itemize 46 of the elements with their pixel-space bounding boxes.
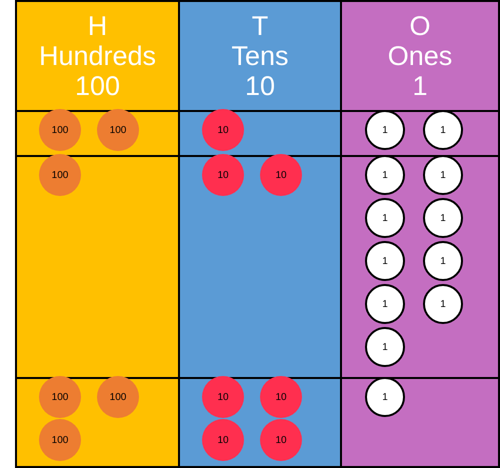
counter-disc: 1 <box>365 110 405 150</box>
header-text: Hundreds <box>38 41 156 71</box>
counter-disc: 100 <box>39 109 81 151</box>
counter-disc: 1 <box>365 155 405 195</box>
header-text: 100 <box>74 71 120 101</box>
counter-disc: 10 <box>260 419 302 461</box>
place-value-cell <box>15 155 180 379</box>
counter-disc: 10 <box>202 419 244 461</box>
counter-disc: 1 <box>423 155 463 195</box>
counter-disc: 1 <box>423 110 463 150</box>
counter-disc: 1 <box>365 198 405 238</box>
place-value-cell <box>340 377 500 468</box>
counter-disc: 100 <box>97 109 139 151</box>
counter-disc: 10 <box>202 109 244 151</box>
counter-disc: 10 <box>202 154 244 196</box>
counter-disc: 10 <box>260 376 302 418</box>
column-header <box>178 0 342 112</box>
place-value-cell <box>15 377 180 468</box>
counter-disc: 1 <box>423 241 463 281</box>
header-text: 10 <box>244 71 276 101</box>
header-text: Tens <box>231 41 289 71</box>
header-text: H <box>88 11 108 41</box>
counter-disc: 1 <box>423 198 463 238</box>
counter-disc: 1 <box>365 241 405 281</box>
counter-disc: 1 <box>423 284 463 324</box>
counter-disc: 100 <box>39 419 81 461</box>
counter-disc: 1 <box>365 284 405 324</box>
place-value-cell <box>15 110 180 157</box>
place-value-cell <box>178 377 342 468</box>
header-text: 1 <box>412 71 428 101</box>
place-value-cell <box>340 155 500 379</box>
place-value-cell <box>340 110 500 157</box>
counter-disc: 100 <box>97 376 139 418</box>
column-header <box>340 0 500 112</box>
counter-disc: 10 <box>260 154 302 196</box>
counter-disc: 100 <box>39 376 81 418</box>
header-text: O <box>409 11 430 41</box>
header-text: Ones <box>388 41 452 71</box>
column-header <box>15 0 180 112</box>
counter-disc: 1 <box>365 327 405 367</box>
counter-disc: 10 <box>202 376 244 418</box>
place-value-cell <box>178 155 342 379</box>
place-value-cell <box>178 110 342 157</box>
counter-disc: 1 <box>365 377 405 417</box>
counter-disc: 100 <box>39 154 81 196</box>
header-text: T <box>252 11 268 41</box>
